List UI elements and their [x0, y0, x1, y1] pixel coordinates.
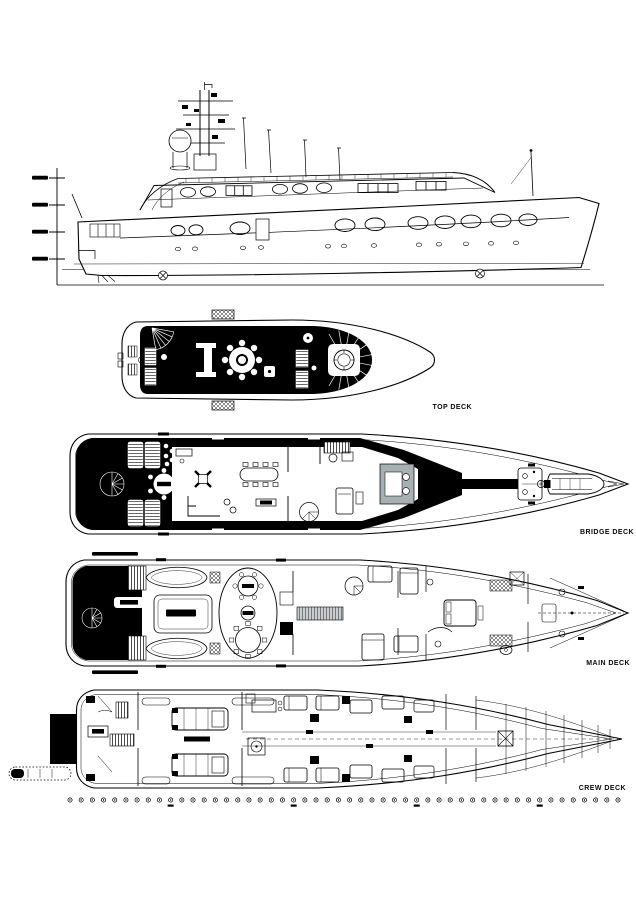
settee-skylights	[145, 566, 221, 660]
bridge-bulwark-line	[75, 439, 618, 529]
dining-table-set	[221, 339, 263, 381]
main-bulwark-line	[71, 564, 617, 662]
crew-deck-label: CREW DECK	[578, 785, 626, 792]
aft-deckhouse	[89, 223, 121, 238]
elevation-markers	[32, 175, 65, 261]
side-stair-top	[127, 565, 147, 591]
loungers	[144, 347, 167, 386]
passerelle	[8, 766, 72, 781]
profile-view	[32, 82, 604, 286]
crew-deck-plan	[8, 689, 623, 807]
side-gate-marks	[158, 432, 320, 536]
foyer-stairs	[279, 571, 344, 655]
bridge-deck-house	[139, 177, 496, 211]
aft-deck-sunpads	[127, 441, 175, 527]
bar-counter	[196, 343, 216, 377]
side-stair-bottom	[127, 635, 147, 661]
main-deck-windows	[170, 213, 538, 241]
main-deck-label: MAIN DECK	[586, 660, 630, 667]
sunpad-fan	[151, 327, 175, 351]
top-deck-railing	[139, 172, 496, 211]
frame-marker-row	[67, 797, 621, 807]
foredeck-gear	[517, 463, 543, 505]
crew-quarters	[242, 693, 496, 784]
main-hull-outline	[65, 559, 630, 667]
foredeck-main	[538, 577, 625, 649]
aft-deck-table	[148, 468, 180, 500]
rotunda-dining	[218, 567, 278, 659]
aft-stair-fan	[81, 607, 103, 629]
lazarette	[86, 692, 139, 786]
bridge-deck-plan	[69, 432, 630, 536]
mast-structure	[176, 82, 235, 171]
guest-cabins	[344, 565, 453, 661]
gate-tabs	[156, 558, 286, 668]
portholes	[175, 240, 519, 252]
engine-casing	[153, 594, 213, 634]
salon-interior	[172, 447, 418, 521]
annotation-bar-top	[92, 552, 138, 556]
seating-misc	[264, 333, 317, 389]
annotation-bar-bottom	[92, 670, 138, 674]
salon-furniture	[175, 441, 364, 522]
jacuzzi	[328, 344, 360, 376]
main-deck-plan	[65, 552, 630, 674]
wheelhouse	[379, 463, 415, 505]
bridge-deck-label: BRIDGE DECK	[580, 529, 634, 536]
aft-deck-stair-fan	[99, 471, 125, 497]
mast-base-hatch-bottom	[211, 400, 235, 411]
thruster-symbols	[158, 268, 485, 281]
stern-platform-black	[50, 714, 78, 764]
radar-dome	[168, 129, 192, 171]
engine-room	[141, 692, 275, 786]
hull-profile	[73, 196, 600, 284]
aft-deck-black	[72, 566, 142, 660]
top-deck-label: TOP DECK	[432, 404, 472, 411]
mast-base-hatch-top	[211, 309, 235, 320]
top-deck-plan	[117, 309, 436, 411]
foredeck-catwalk	[460, 479, 522, 489]
tender-boat	[537, 473, 625, 495]
antennas	[71, 117, 534, 219]
fore-peak	[246, 699, 618, 779]
crew-inner-line	[80, 694, 613, 784]
master-suite	[443, 571, 529, 655]
